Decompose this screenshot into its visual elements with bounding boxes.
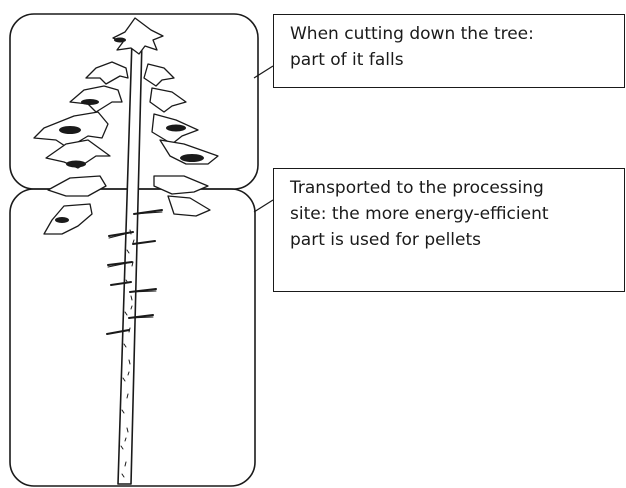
tree-illustration — [34, 18, 218, 484]
callout-falls-line-1: When cutting down the tree: — [290, 21, 614, 47]
foliage — [34, 18, 218, 234]
callout-pellets-line-1: Transported to the processing — [290, 175, 614, 201]
callout-pellets-line-3: part is used for pellets — [290, 227, 614, 253]
callout-falls-line-2: part of it falls — [290, 47, 614, 73]
connector-line-bottom — [254, 200, 273, 212]
callout-pellets: Transported to the processing site: the … — [273, 168, 625, 292]
callout-pellets-line-2: site: the more energy-efficient — [290, 201, 614, 227]
callout-falls: When cutting down the tree: part of it f… — [273, 14, 625, 88]
connector-line-top — [254, 66, 273, 78]
